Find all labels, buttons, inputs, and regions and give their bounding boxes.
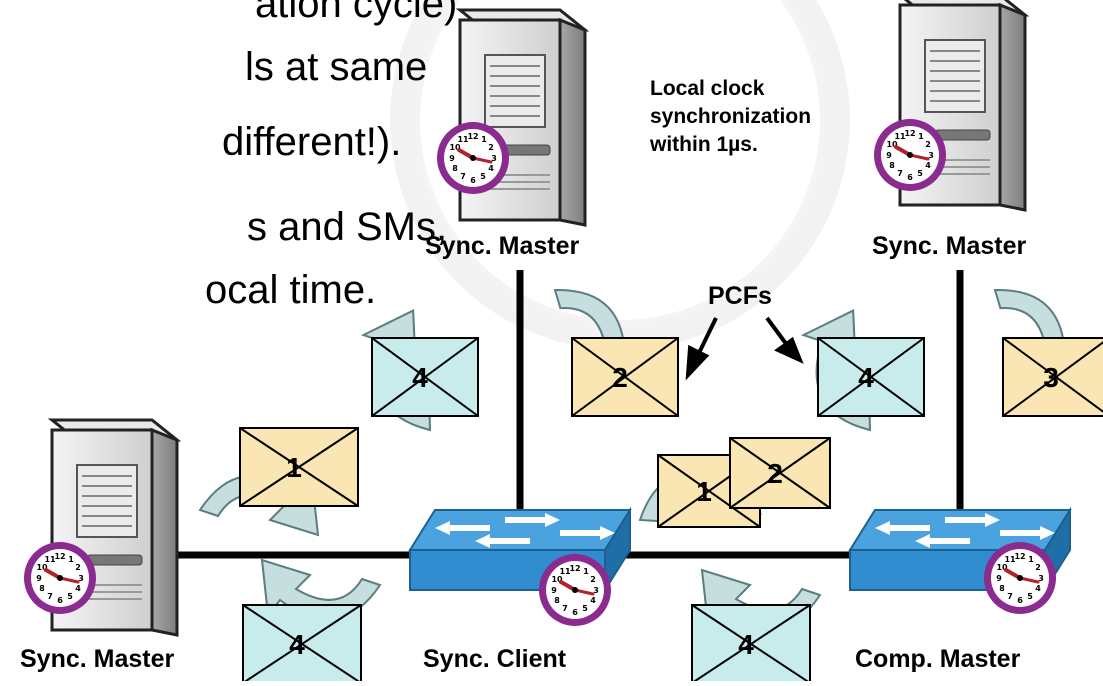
label-comp-master: Comp. Master <box>855 645 1021 673</box>
envelope-icon: 2 <box>729 437 831 509</box>
envelope-icon: 4 <box>242 604 362 684</box>
label-sync-master-top-left: Sync. Master <box>425 232 580 260</box>
clock-icon <box>435 120 511 196</box>
clock-sync-note: Local clock synchronization within 1µs. <box>650 75 811 159</box>
label-sync-master-bottom-left: Sync. Master <box>20 645 175 673</box>
envelope-icon: 4 <box>691 604 811 684</box>
clock-sync-note-line-2: synchronization <box>650 105 812 128</box>
envelope-icon: 4 <box>371 337 479 417</box>
clock-icon <box>872 117 948 193</box>
clock-icon <box>982 540 1058 616</box>
bullet-line-2: ls at same <box>245 45 428 89</box>
label-sync-master-top-right: Sync. Master <box>872 232 1027 260</box>
label-pcfs: PCFs <box>708 282 772 310</box>
pcf-pointer-arrows <box>685 316 804 381</box>
envelope-number: 3 <box>1043 362 1059 393</box>
envelope-number: 1 <box>696 476 712 507</box>
bullet-line-1: ation cycle) <box>255 0 458 26</box>
clock-sync-note-line-1: Local clock <box>650 77 765 100</box>
envelope-number: 2 <box>612 362 628 393</box>
clock-sync-note-line-3: within 1µs. <box>650 133 758 156</box>
bullet-line-3: different!). <box>222 120 402 164</box>
bullet-line-4: s and SMs, <box>247 205 448 249</box>
network-links <box>178 270 964 559</box>
envelope-icon: 3 <box>1002 337 1103 417</box>
envelope-icon: 2 <box>571 337 679 417</box>
envelope-number: 1 <box>286 452 302 483</box>
clock-icon <box>22 540 98 616</box>
envelope-icon: 4 <box>817 337 925 417</box>
envelope-number: 2 <box>767 458 783 489</box>
clock-icon <box>537 552 613 628</box>
label-sync-client: Sync. Client <box>423 645 567 673</box>
envelope-icon: 1 <box>239 427 359 507</box>
envelope-number: 4 <box>738 629 754 660</box>
envelope-number: 4 <box>412 362 428 393</box>
envelope-number: 4 <box>289 629 305 660</box>
envelopes-layer: 1 4 4 2 1 2 4 3 4 <box>239 337 1103 684</box>
envelope-number: 4 <box>858 362 874 393</box>
bullet-line-5: ocal time. <box>205 268 377 312</box>
